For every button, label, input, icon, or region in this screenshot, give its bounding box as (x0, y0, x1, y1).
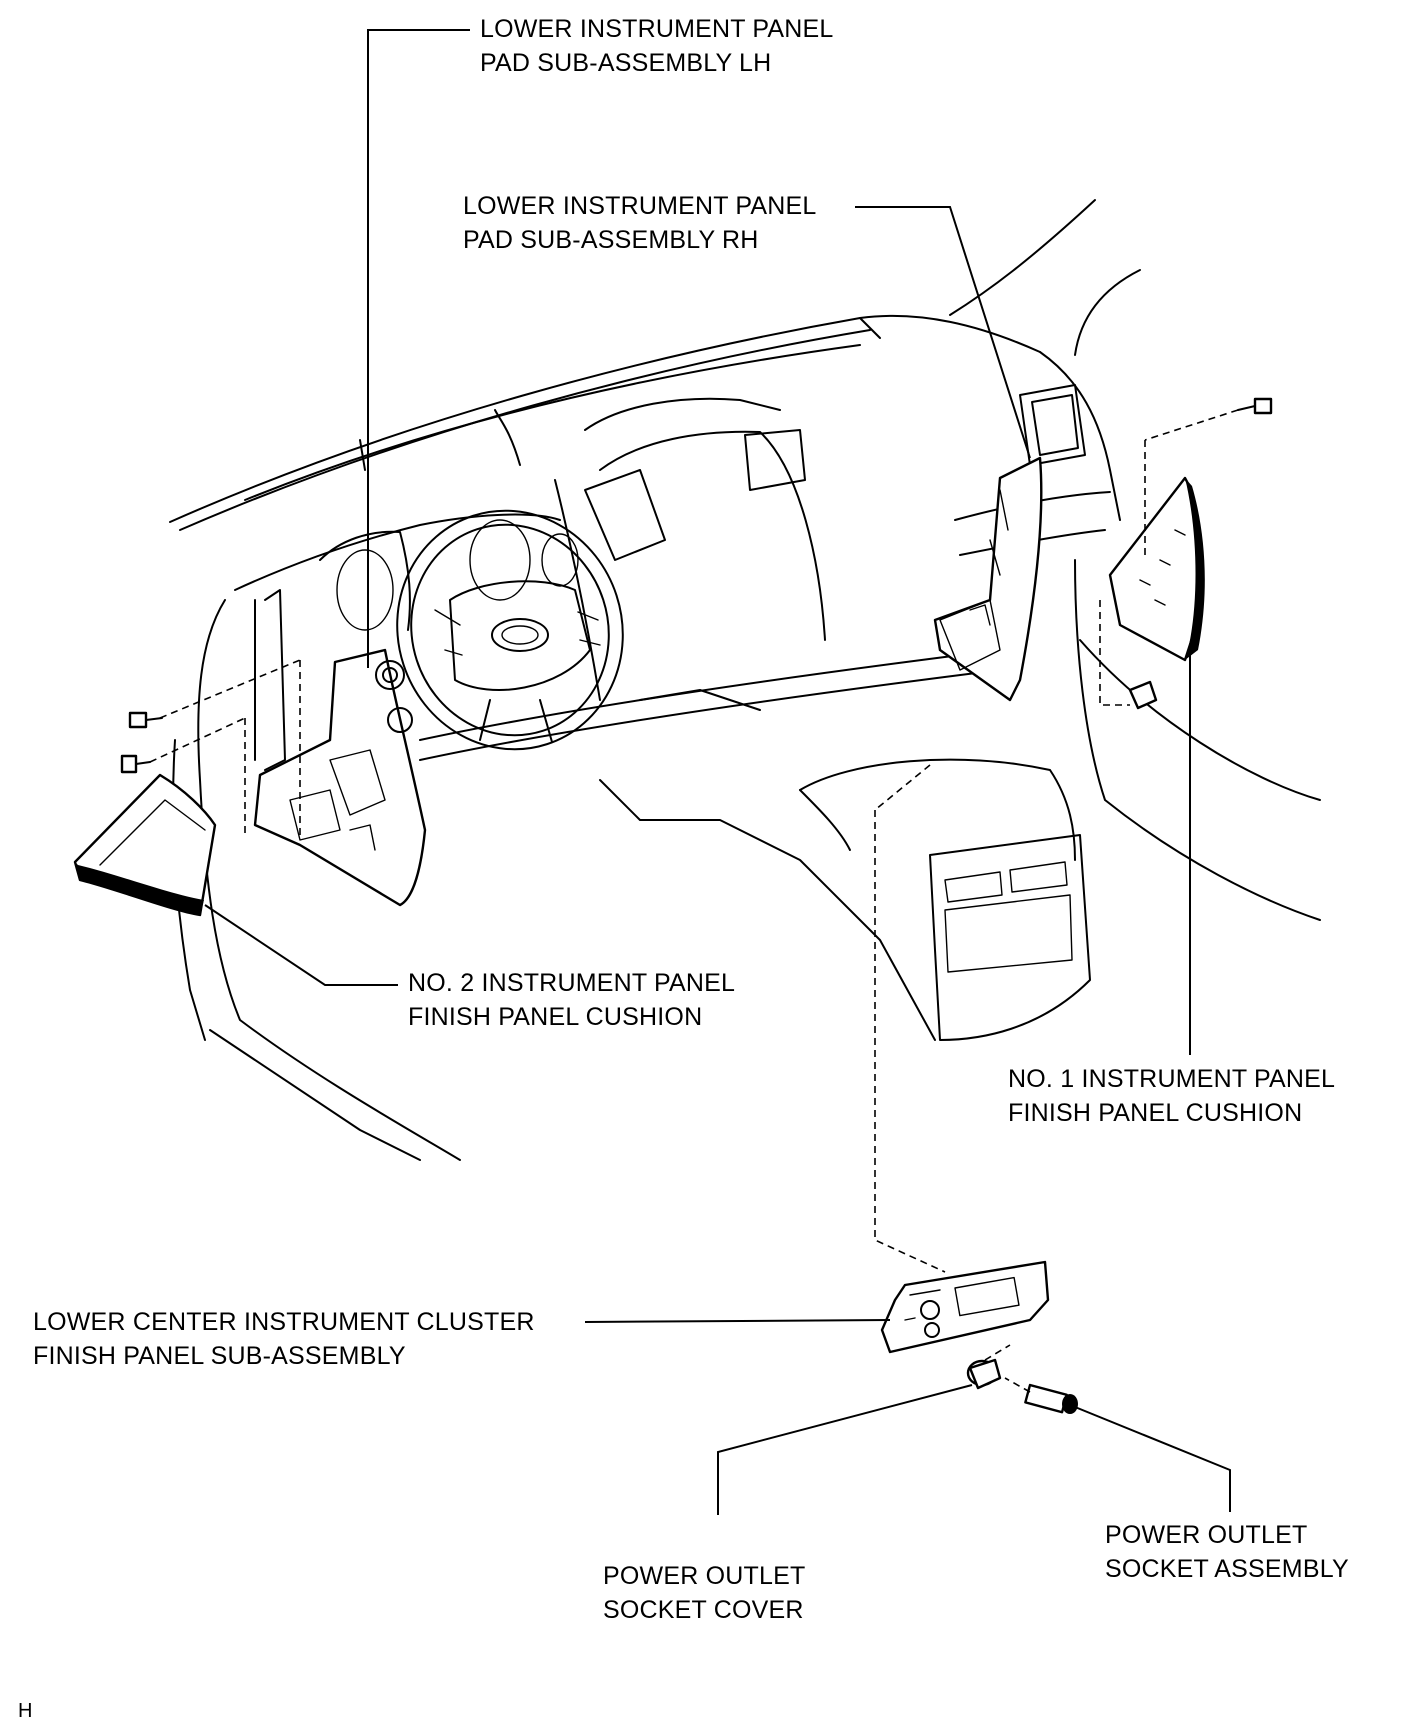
label-line: LOWER CENTER INSTRUMENT CLUSTER (33, 1308, 535, 1336)
bolt-right-icon (1237, 397, 1273, 415)
label-line: POWER OUTLET (1105, 1521, 1308, 1549)
bolt-left-upper-icon (128, 711, 163, 729)
lower-panel-pad-lh-part (253, 648, 427, 907)
label-line: FINISH PANEL CUSHION (408, 1003, 703, 1031)
cushion-no1-part (1108, 476, 1205, 662)
label-line: FINISH PANEL CUSHION (1008, 1099, 1303, 1127)
power-outlet-parts (966, 1358, 1078, 1414)
label-no2-finish-panel-cushion: NO. 2 INSTRUMENT PANEL FINISH PANEL CUSH… (408, 966, 735, 1034)
steering-wheel (396, 509, 624, 751)
assembly-dashed-lines (149, 409, 1239, 1393)
label-line: NO. 1 INSTRUMENT PANEL (1008, 1065, 1336, 1093)
label-power-outlet-socket-cover: POWER OUTLET SOCKET COVER (603, 1559, 805, 1627)
cushion-no2-part (73, 773, 217, 917)
label-lower-instrument-panel-pad-lh: LOWER INSTRUMENT PANEL PAD SUB-ASSEMBLY … (480, 12, 834, 80)
center-console (599, 689, 1091, 1041)
clip-left-lower-icon (120, 754, 151, 774)
center-cluster-panel-part (880, 1260, 1050, 1354)
label-line: POWER OUTLET (603, 1562, 806, 1590)
label-lower-instrument-panel-pad-rh: LOWER INSTRUMENT PANEL PAD SUB-ASSEMBLY … (463, 189, 817, 257)
label-line: SOCKET ASSEMBLY (1105, 1555, 1349, 1583)
label-no1-finish-panel-cushion: NO. 1 INSTRUMENT PANEL FINISH PANEL CUSH… (1008, 1062, 1335, 1130)
label-line: PAD SUB-ASSEMBLY LH (480, 49, 772, 77)
leader-lines (204, 29, 1231, 1515)
label-line: LOWER INSTRUMENT PANEL (480, 15, 834, 43)
label-lower-center-instrument-cluster: LOWER CENTER INSTRUMENT CLUSTER FINISH P… (33, 1305, 535, 1373)
lower-panel-pad-rh-part (933, 456, 1043, 702)
label-power-outlet-socket-assembly: POWER OUTLET SOCKET ASSEMBLY (1105, 1518, 1349, 1586)
label-line: SOCKET COVER (603, 1596, 804, 1624)
fasteners (120, 397, 1273, 774)
label-line: FINISH PANEL SUB-ASSEMBLY (33, 1342, 406, 1370)
label-line: LOWER INSTRUMENT PANEL (463, 192, 817, 220)
clip-right-icon (1128, 680, 1158, 710)
figure-code: H (18, 1700, 33, 1722)
label-line: PAD SUB-ASSEMBLY RH (463, 226, 759, 254)
label-line: NO. 2 INSTRUMENT PANEL (408, 969, 736, 997)
